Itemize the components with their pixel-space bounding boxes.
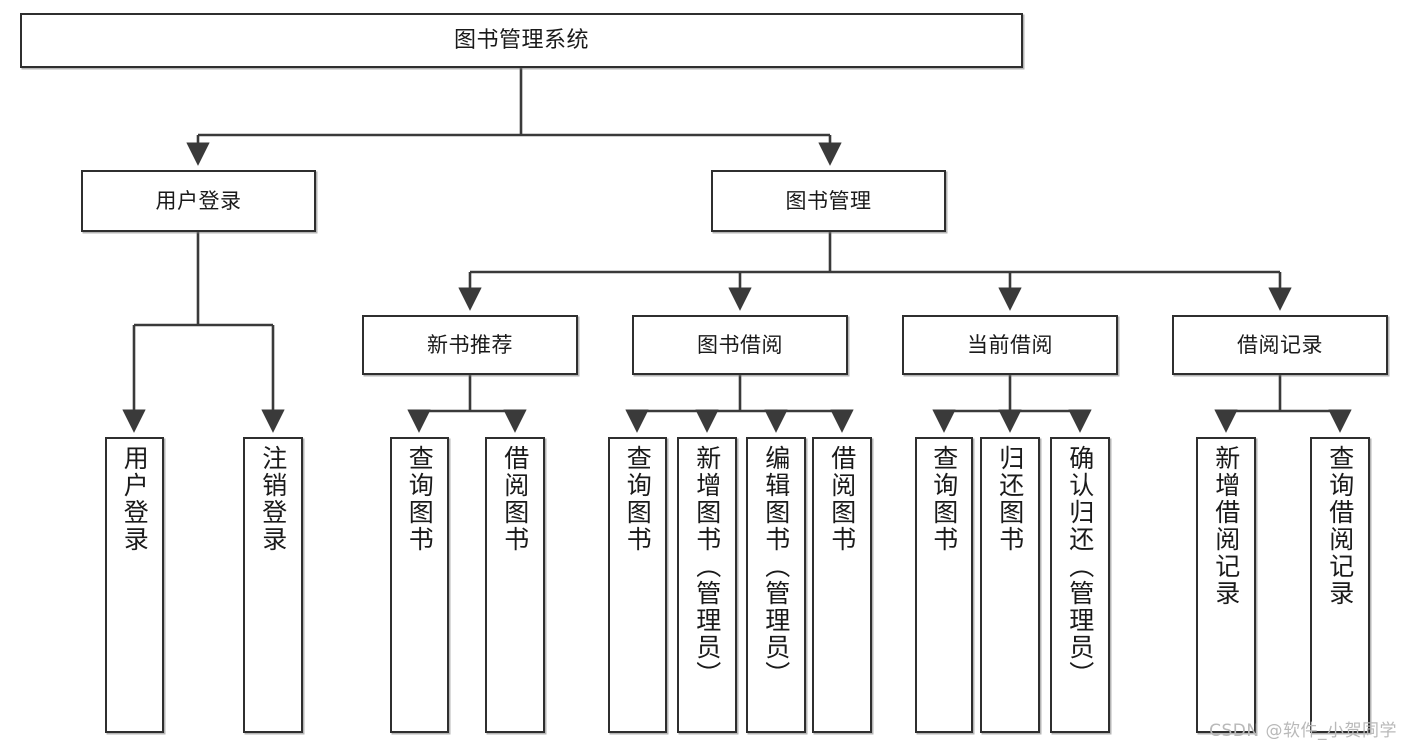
leaf-return-book[interactable]: 归还图书 xyxy=(980,437,1040,733)
node-book-borrow[interactable]: 图书借阅 xyxy=(632,315,848,375)
node-label: 图书管理 xyxy=(785,188,872,213)
leaf-query-borrow-record[interactable]: 查询借阅记录 xyxy=(1310,437,1370,733)
node-label: 确认归还（管理员） xyxy=(1065,445,1095,688)
node-book-management[interactable]: 图书管理 xyxy=(711,170,946,232)
node-label: 新增借阅记录 xyxy=(1211,445,1241,607)
node-borrow-record[interactable]: 借阅记录 xyxy=(1172,315,1388,375)
node-label: 新增图书（管理员） xyxy=(692,445,722,688)
leaf-query-book-current[interactable]: 查询图书 xyxy=(915,437,973,733)
leaf-confirm-return-admin[interactable]: 确认归还（管理员） xyxy=(1050,437,1110,733)
node-label: 查询图书 xyxy=(929,445,959,553)
node-current-borrow[interactable]: 当前借阅 xyxy=(902,315,1118,375)
node-label: 编辑图书（管理员） xyxy=(761,445,791,688)
node-new-book-recommend[interactable]: 新书推荐 xyxy=(362,315,578,375)
node-label: 归还图书 xyxy=(995,445,1025,553)
node-label: 注销登录 xyxy=(258,445,288,553)
node-label: 图书借阅 xyxy=(697,332,783,357)
node-label: 借阅图书 xyxy=(827,445,857,553)
leaf-user-login[interactable]: 用户登录 xyxy=(105,437,164,733)
node-label: 用户登录 xyxy=(155,188,242,213)
leaf-edit-book-admin[interactable]: 编辑图书（管理员） xyxy=(746,437,806,733)
node-label: 用户登录 xyxy=(120,445,150,553)
leaf-borrow-book[interactable]: 借阅图书 xyxy=(812,437,872,733)
leaf-add-book-admin[interactable]: 新增图书（管理员） xyxy=(677,437,737,733)
node-label: 图书管理系统 xyxy=(453,27,589,53)
leaf-query-book-recommend[interactable]: 查询图书 xyxy=(390,437,449,733)
leaf-borrow-book-recommend[interactable]: 借阅图书 xyxy=(485,437,545,733)
node-label: 当前借阅 xyxy=(967,332,1053,357)
node-root-system[interactable]: 图书管理系统 xyxy=(20,13,1023,68)
node-label: 借阅图书 xyxy=(500,445,530,553)
leaf-logout[interactable]: 注销登录 xyxy=(243,437,303,733)
node-label: 查询图书 xyxy=(405,445,435,553)
node-label: 借阅记录 xyxy=(1237,332,1323,357)
node-user-login[interactable]: 用户登录 xyxy=(81,170,316,232)
node-label: 新书推荐 xyxy=(427,332,513,357)
leaf-add-borrow-record[interactable]: 新增借阅记录 xyxy=(1196,437,1256,733)
node-label: 查询图书 xyxy=(623,445,653,553)
leaf-query-book-borrow[interactable]: 查询图书 xyxy=(608,437,667,733)
node-label: 查询借阅记录 xyxy=(1325,445,1355,607)
